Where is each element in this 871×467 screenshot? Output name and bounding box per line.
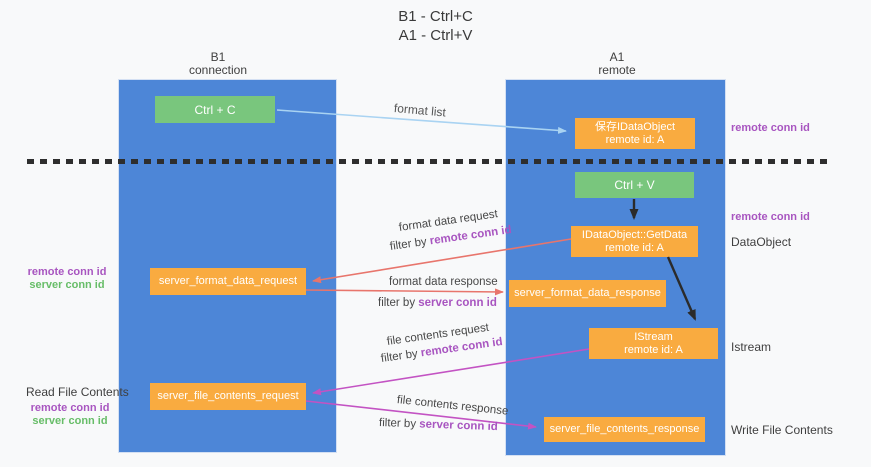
node-istream: IStream remote id: A [589, 328, 718, 359]
right-column-header: A1 remote [557, 51, 677, 77]
node-save-dataobject: 保存IDataObject remote id: A [575, 118, 695, 149]
node-save-dataobject-line1: 保存IDataObject [594, 120, 676, 133]
edge-label-format-data-response: format data response [389, 276, 498, 288]
server-conn-id-text: server conn id [419, 418, 499, 434]
node-save-dataobject-line2: remote id: A [605, 133, 665, 146]
node-istream-line1: IStream [634, 330, 673, 343]
node-ctrl-v-label: Ctrl + V [614, 178, 655, 192]
right-label-dataobject: DataObject [731, 235, 792, 249]
node-ctrl-c: Ctrl + C [155, 96, 275, 123]
edge-label-filter-file-response: filter by server conn id [379, 417, 498, 433]
edge-label-filter-format-response: filter by server conn id [378, 297, 497, 309]
title-line-1: B1 - Ctrl+C [398, 8, 473, 25]
edge-label-file-contents-response: file contents response [396, 394, 509, 418]
right-label-remote-conn-id-mid: remote conn id [731, 211, 810, 223]
node-server-format-data-request: server_format_data_request [150, 268, 306, 295]
node-idataobject-getdata-line2: remote id: A [605, 241, 664, 254]
node-server-format-data-response: server_format_data_response [509, 280, 666, 307]
node-server-file-contents-response-label: server_file_contents_response [549, 423, 700, 435]
node-idataobject-getdata-line1: IDataObject::GetData [581, 228, 688, 241]
node-idataobject-getdata: IDataObject::GetData remote id: A [571, 226, 698, 257]
server-conn-id-text: server conn id [418, 297, 497, 309]
filter-by-text: filter by [380, 347, 422, 365]
right-column-name: A1 [609, 50, 625, 64]
left-label-remote-conn-id-1: remote conn id [27, 266, 107, 278]
node-server-format-data-response-label: server_format_data_response [514, 287, 661, 299]
left-conn-id-group-bottom: remote conn id server conn id [16, 402, 124, 428]
right-label-istream: Istream [731, 340, 772, 354]
left-conn-id-group-top: remote conn id server conn id [13, 266, 121, 292]
left-label-server-conn-id-2: server conn id [32, 415, 108, 427]
phase-separator-dashed-line [27, 159, 833, 164]
left-column-name: B1 [210, 50, 226, 64]
filter-by-text: filter by [378, 417, 420, 431]
node-ctrl-c-label: Ctrl + C [194, 102, 236, 117]
title-line-2: A1 - Ctrl+V [398, 27, 473, 44]
filter-by-text: filter by [389, 235, 431, 253]
node-server-file-contents-response: server_file_contents_response [544, 417, 705, 442]
edge-label-format-list: format list [393, 101, 447, 120]
left-column-header: B1 connection [158, 51, 278, 77]
left-label-remote-conn-id-2: remote conn id [30, 402, 110, 414]
node-server-format-data-request-label: server_format_data_request [158, 275, 298, 287]
node-ctrl-v: Ctrl + V [575, 172, 694, 198]
left-label-read-file-contents: Read File Contents [26, 385, 129, 399]
diagram-title: B1 - Ctrl+C A1 - Ctrl+V [0, 7, 871, 45]
left-column-role: connection [188, 63, 248, 77]
right-column-role: remote [598, 63, 636, 77]
filter-by-text: filter by [378, 297, 419, 309]
node-server-file-contents-request-label: server_file_contents_request [157, 390, 299, 402]
right-label-remote-conn-id-top: remote conn id [731, 122, 810, 134]
node-server-file-contents-request: server_file_contents_request [150, 383, 306, 410]
right-label-write-file-contents: Write File Contents [731, 423, 833, 437]
left-label-server-conn-id-1: server conn id [29, 279, 105, 291]
node-istream-line2: remote id: A [624, 343, 683, 356]
